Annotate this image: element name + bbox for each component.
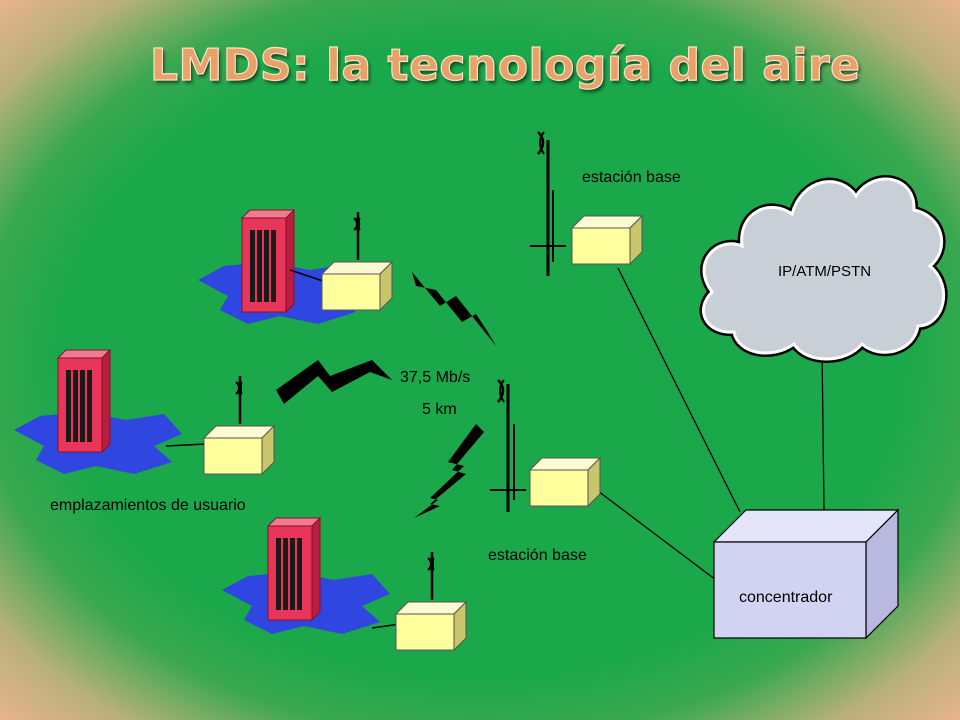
base-station-bottom bbox=[490, 379, 601, 512]
antenna-icon bbox=[530, 131, 566, 276]
label-base-station-top: estación base bbox=[582, 169, 681, 186]
link-top-base-to-concentrator bbox=[617, 267, 741, 513]
antenna-icon bbox=[234, 374, 244, 426]
building-icon bbox=[241, 209, 295, 313]
building-icon bbox=[267, 517, 321, 621]
base-station-top bbox=[530, 131, 643, 276]
label-network-cloud: IP/ATM/PSTN bbox=[778, 263, 871, 280]
user-site-2 bbox=[14, 349, 275, 475]
antenna-icon bbox=[426, 550, 436, 602]
transceiver-box-icon bbox=[395, 601, 467, 651]
lightning-icon bbox=[276, 360, 392, 404]
label-link-distance: 5 km bbox=[422, 401, 457, 418]
label-link-rate: 37,5 Mb/s bbox=[400, 369, 470, 386]
server-cube-icon bbox=[712, 508, 900, 640]
user-site-1 bbox=[198, 209, 393, 324]
antenna-icon bbox=[352, 210, 362, 262]
user-site-3 bbox=[222, 517, 467, 651]
transceiver-box-icon bbox=[321, 261, 393, 311]
lightning-icon bbox=[412, 272, 502, 354]
transceiver-box-icon bbox=[203, 425, 275, 475]
lightning-icon bbox=[414, 424, 484, 518]
transceiver-box-icon bbox=[529, 457, 601, 507]
label-concentrator: concentrador bbox=[739, 589, 833, 606]
link-bottom-base-to-concentrator bbox=[593, 487, 717, 581]
label-user-sites: emplazamientos de usuario bbox=[50, 497, 246, 514]
label-base-station-bottom: estación base bbox=[488, 547, 587, 564]
antenna-icon bbox=[490, 379, 526, 512]
cloud-icon bbox=[699, 175, 948, 363]
slide-title: LMDS: la tecnología del aire bbox=[149, 39, 861, 91]
transceiver-box-icon bbox=[571, 215, 643, 265]
link-cloud-to-concentrator bbox=[821, 345, 825, 513]
building-icon bbox=[57, 349, 111, 453]
